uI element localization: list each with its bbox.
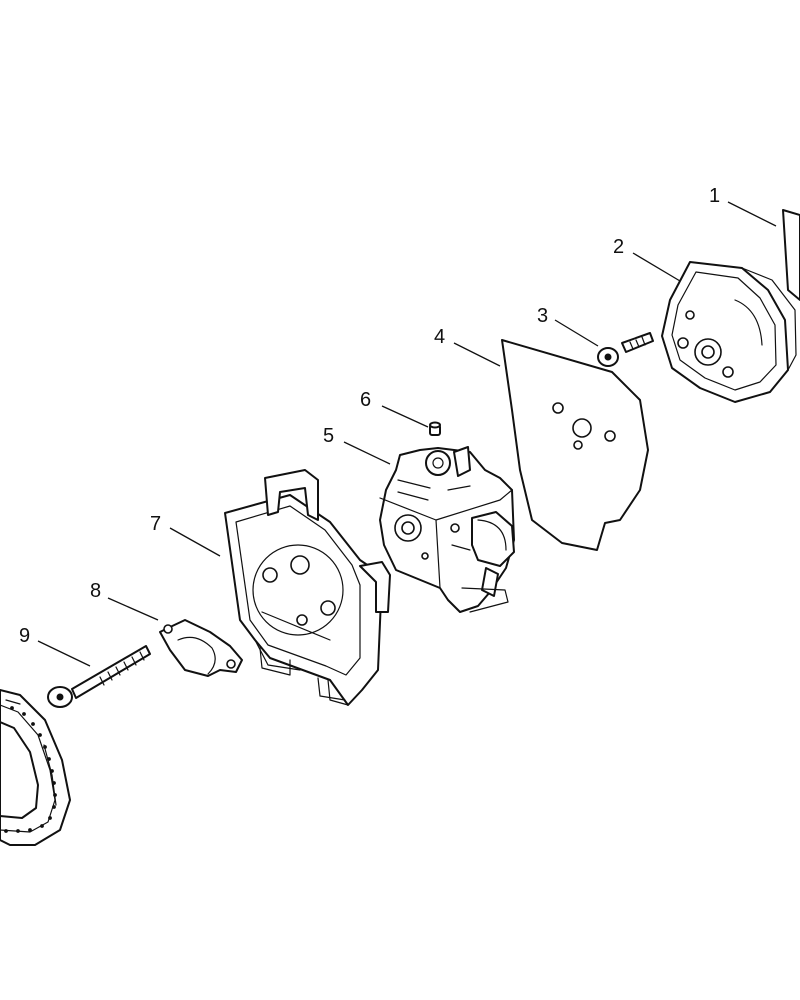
part-2-air-cleaner-cover bbox=[661, 261, 797, 403]
callout-2: 2 bbox=[613, 236, 624, 258]
part-1-filter-plate bbox=[782, 209, 800, 301]
part-5-carburetor bbox=[379, 446, 515, 613]
callout-5: 5 bbox=[323, 425, 334, 447]
callout-6: 6 bbox=[360, 389, 371, 411]
leader-lines bbox=[37, 201, 777, 667]
callout-3: 3 bbox=[537, 305, 548, 327]
callout-9: 9 bbox=[19, 625, 30, 647]
part-6-plug bbox=[429, 421, 441, 436]
callout-4: 4 bbox=[434, 326, 445, 348]
part-9-long-bolt bbox=[47, 645, 151, 708]
callouts: 1 2 3 4 5 6 7 8 9 bbox=[19, 185, 720, 647]
callout-1: 1 bbox=[709, 185, 720, 207]
part-3-screw bbox=[597, 332, 654, 367]
callout-7: 7 bbox=[150, 513, 161, 535]
part-4-gasket bbox=[501, 339, 649, 551]
part-7-adapter-bracket bbox=[224, 469, 391, 706]
air-filter-element bbox=[0, 689, 71, 846]
callout-8: 8 bbox=[90, 580, 101, 602]
part-8-cap-plate bbox=[159, 619, 243, 677]
